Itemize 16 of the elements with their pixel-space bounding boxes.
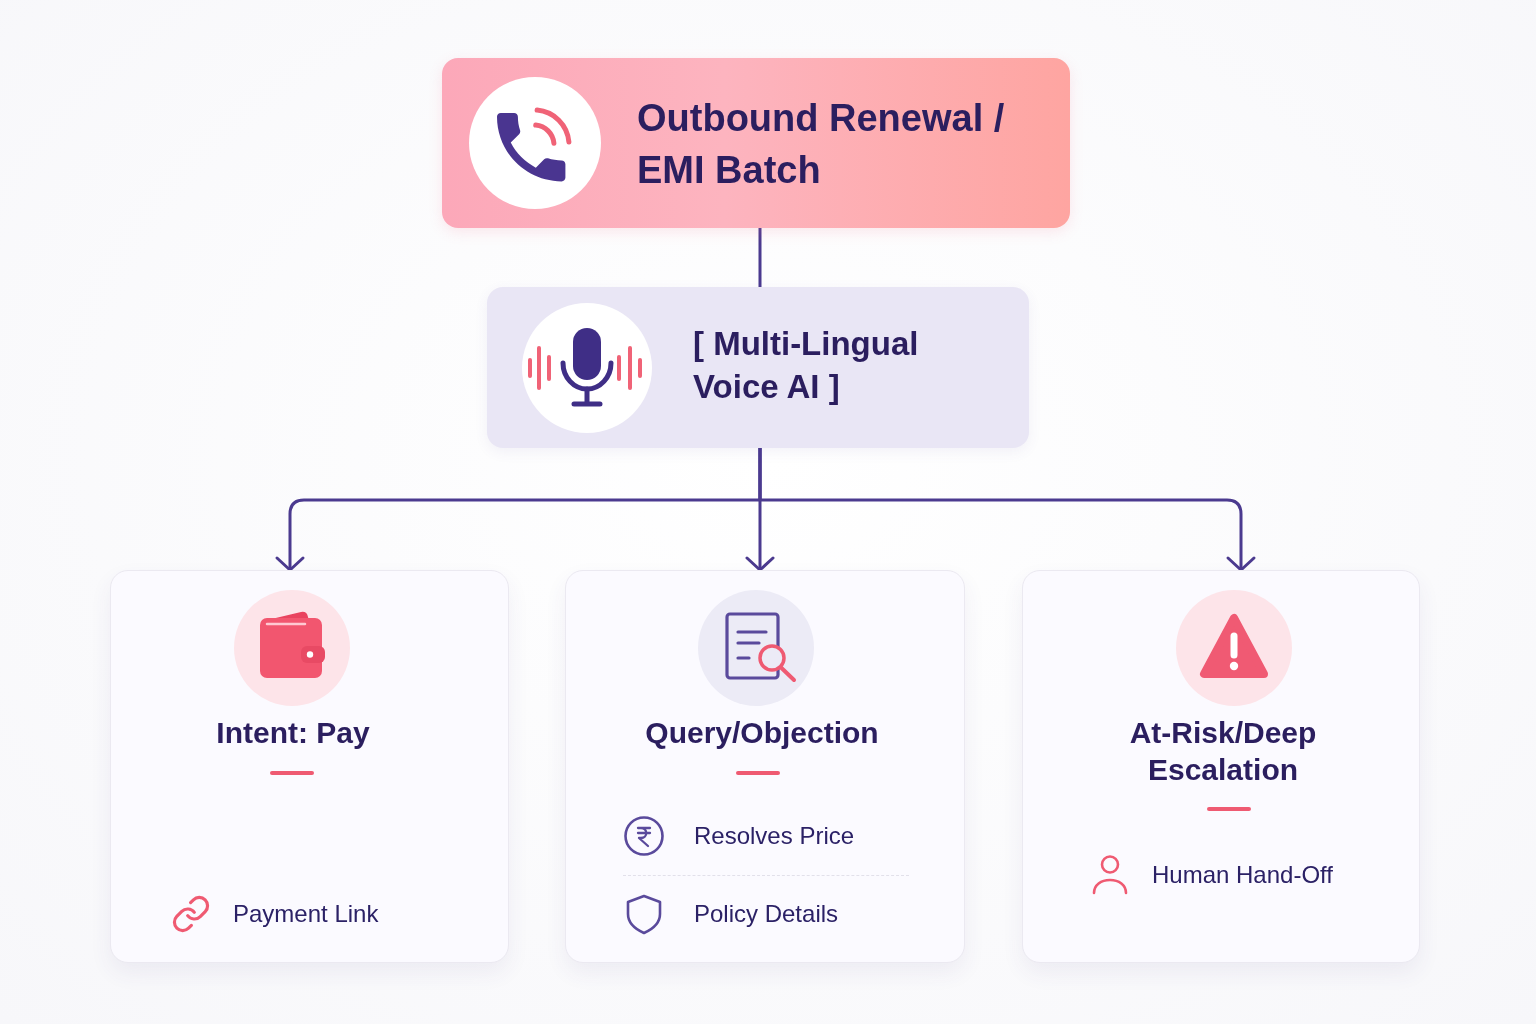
- connector-line: [758, 226, 762, 289]
- category-card: [110, 570, 509, 963]
- list-item-text: Policy Details: [694, 899, 839, 929]
- process-box: [487, 287, 1029, 448]
- box-title: [ Multi-Lingual Voice AI ]: [693, 324, 920, 407]
- card-title: At-Risk/Deep Escalation: [1128, 715, 1318, 788]
- card-title: Query/Objection: [644, 715, 880, 751]
- banner-box: [442, 58, 1070, 228]
- card-title: Intent: Pay: [215, 715, 371, 751]
- box-title: Outbound Renewal / EMI Batch: [637, 96, 1006, 193]
- category-card: [1022, 570, 1420, 963]
- list-item-text: Resolves Price: [694, 821, 855, 851]
- arrow: [758, 446, 1256, 572]
- category-card: [565, 570, 965, 963]
- list-item-text: Human Hand-Off: [1152, 860, 1333, 890]
- list-item-text: Payment Link: [233, 899, 379, 929]
